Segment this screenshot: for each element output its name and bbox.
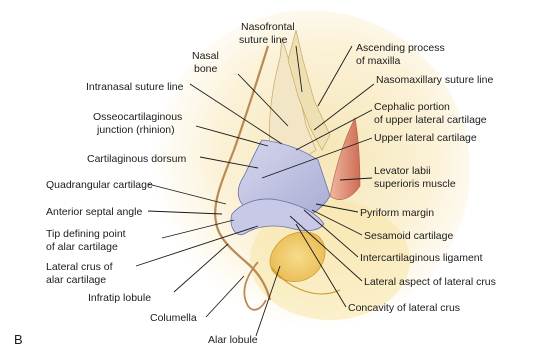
- label-cephalic-1: Cephalic portion: [374, 101, 450, 113]
- label-infratip: Infratip lobule: [88, 292, 151, 304]
- label-concavity: Concavity of lateral crus: [348, 302, 460, 314]
- label-levator-1: Levator labii: [374, 165, 431, 177]
- label-intercart: Intercartilaginous ligament: [360, 252, 483, 264]
- label-nasofrontal-2: suture line: [239, 34, 288, 46]
- label-lateral-crus-1: Lateral crus of: [46, 261, 113, 273]
- label-osseo-2: junction (rhinion): [96, 124, 175, 136]
- label-tip-1: Tip defining point: [46, 228, 126, 240]
- label-pyriform: Pyriform margin: [360, 207, 434, 219]
- label-nasal-bone-1: Nasal: [192, 50, 219, 62]
- label-ascending-1: Ascending process: [356, 42, 445, 54]
- label-lateral-aspect: Lateral aspect of lateral crus: [364, 276, 496, 288]
- label-anterior-septal: Anterior septal angle: [46, 206, 142, 218]
- label-lateral-crus-2: alar cartilage: [46, 274, 106, 286]
- label-intranasal: Intranasal suture line: [86, 81, 184, 93]
- label-sesamoid: Sesamoid cartilage: [364, 230, 453, 242]
- label-columella: Columella: [150, 312, 197, 324]
- label-nasofrontal-1: Nasofrontal: [241, 21, 295, 33]
- panel-letter: B: [14, 332, 23, 347]
- label-nasal-bone-2: bone: [194, 63, 218, 75]
- label-quadrangular: Quadrangular cartilage: [46, 179, 153, 191]
- label-nasomaxillary: Nasomaxillary suture line: [376, 74, 493, 86]
- label-ascending-2: of maxilla: [356, 55, 401, 67]
- label-cart-dorsum: Cartilaginous dorsum: [87, 153, 186, 165]
- label-alar-lobule: Alar lobule: [208, 334, 258, 346]
- label-upper-lateral: Upper lateral cartilage: [374, 132, 477, 144]
- label-levator-2: superioris muscle: [374, 178, 456, 190]
- label-osseo-1: Osseocartilaginous: [93, 111, 182, 123]
- label-tip-2: of alar cartilage: [46, 241, 118, 253]
- label-cephalic-2: of upper lateral cartilage: [374, 114, 487, 126]
